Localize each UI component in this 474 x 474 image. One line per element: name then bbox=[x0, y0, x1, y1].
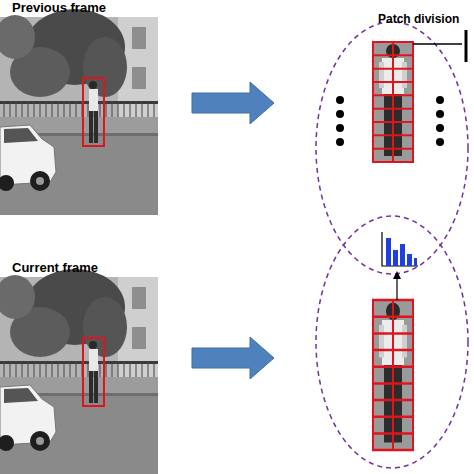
current-frame-photo bbox=[0, 269, 158, 474]
bracket bbox=[465, 30, 468, 62]
leader-line bbox=[396, 276, 397, 300]
frame-heading: Current frame bbox=[12, 260, 98, 275]
frame-photo: Previous frame bbox=[0, 17, 158, 215]
arrow-head bbox=[393, 271, 401, 279]
frame-photo: Current frame bbox=[0, 277, 158, 474]
ellipsis-dots bbox=[336, 96, 444, 146]
patch-grid bbox=[373, 42, 413, 162]
histogram-icon bbox=[382, 232, 418, 266]
dashed-ellipse bbox=[316, 216, 468, 468]
patch-grid bbox=[373, 300, 413, 450]
block-arrow bbox=[192, 337, 274, 379]
leader-line bbox=[413, 43, 462, 45]
block-arrow bbox=[192, 82, 274, 124]
callout-label: Patch division bbox=[378, 12, 459, 26]
previous-frame-photo bbox=[0, 9, 158, 215]
frame-heading: Previous frame bbox=[12, 0, 106, 15]
dashed-ellipse bbox=[316, 22, 468, 274]
